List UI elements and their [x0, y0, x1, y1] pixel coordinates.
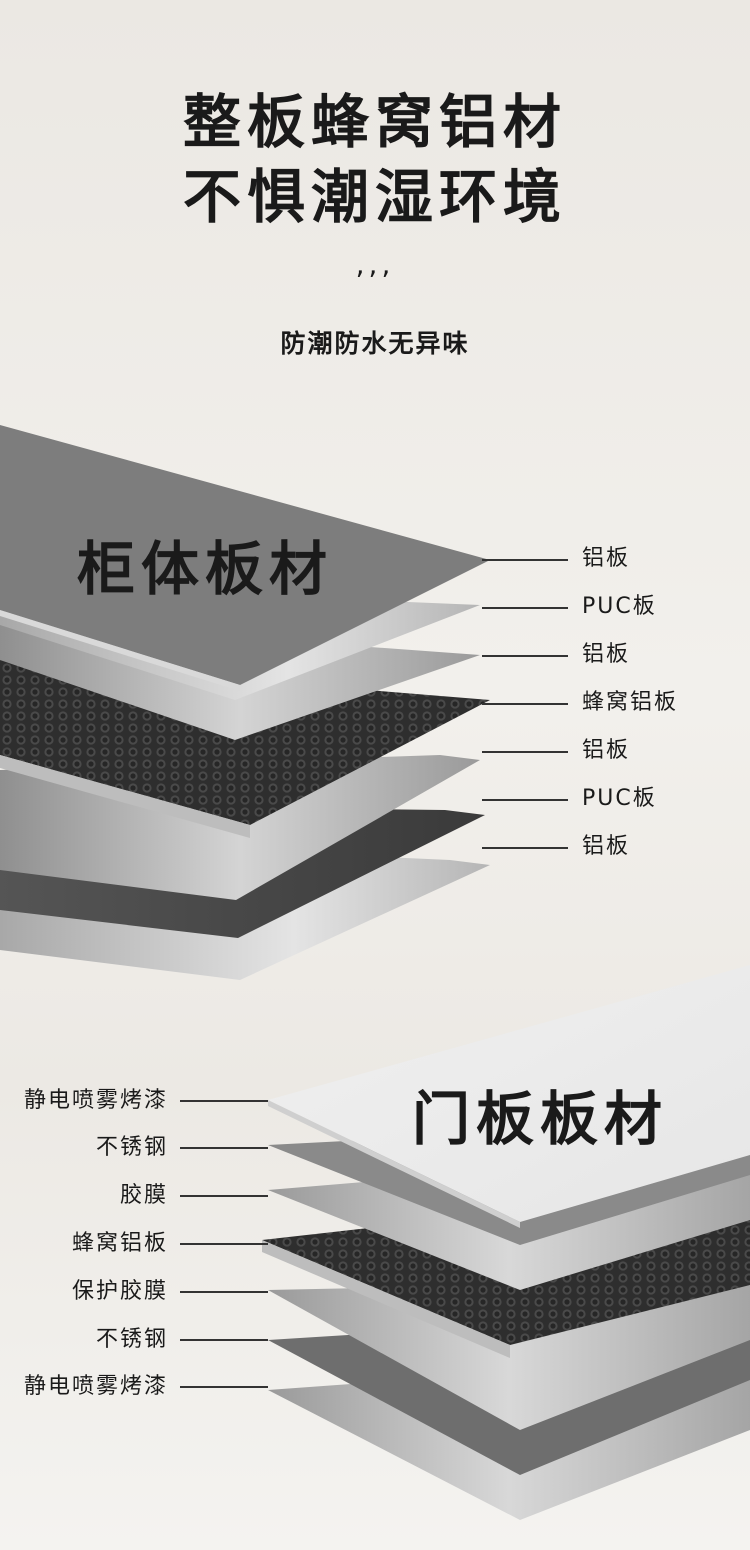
decorative-marks: ,,,	[355, 248, 395, 281]
door-layer-label-6: 不锈钢	[95, 1327, 168, 1352]
cabinet-leader-line-6	[482, 799, 568, 801]
cabinet-title: 柜体板材	[77, 535, 334, 603]
door-leader-line-2	[180, 1147, 268, 1149]
door-leader-line-7	[180, 1386, 268, 1388]
door-layers-illustration	[262, 965, 750, 1520]
door-leader-line-3	[180, 1195, 268, 1197]
door-layer-label-3: 胶膜	[119, 1183, 168, 1208]
door-layer-label-2: 不锈钢	[95, 1135, 168, 1160]
door-layer-label-5: 保护胶膜	[71, 1279, 168, 1304]
door-leader-line-4	[180, 1243, 268, 1245]
door-layer-label-1: 静电喷雾烤漆	[23, 1088, 168, 1113]
door-layer-label-7: 静电喷雾烤漆	[23, 1374, 168, 1399]
cabinet-leader-line-5	[482, 751, 568, 753]
door-leader-line-6	[180, 1339, 268, 1341]
cabinet-layer-label-2: PUC板	[582, 594, 657, 619]
cabinet-leader-line-7	[482, 847, 568, 849]
cabinet-layer-label-1: 铝板	[582, 546, 631, 571]
cabinet-layer-label-3: 铝板	[582, 642, 631, 667]
door-honeycomb-edge	[262, 1240, 510, 1358]
door-title: 门板板材	[412, 1085, 669, 1153]
cabinet-layer-label-4: 蜂窝铝板	[582, 690, 679, 715]
headline-line-2: 不惧潮湿环境	[182, 163, 567, 231]
cabinet-honeycomb-edge	[0, 755, 250, 838]
door-leader-line-5	[180, 1291, 268, 1293]
headline-line-1: 整板蜂窝铝材	[182, 88, 567, 156]
cabinet-layer-label-7: 铝板	[582, 834, 631, 859]
cabinet-leader-line-2	[482, 607, 568, 609]
door-leader-line-1	[180, 1100, 268, 1102]
cabinet-layer-label-6: PUC板	[582, 786, 657, 811]
cabinet-layer-label-5: 铝板	[582, 738, 631, 763]
cabinet-leader-line-3	[482, 655, 568, 657]
cabinet-leader-line-4	[482, 703, 568, 705]
subtitle: 防潮防水无异味	[280, 329, 470, 358]
door-layer-label-4: 蜂窝铝板	[71, 1231, 168, 1256]
cabinet-layer-top-aluminum	[0, 425, 490, 685]
cabinet-leader-line-1	[482, 559, 568, 561]
cabinet-layers-illustration	[0, 425, 490, 980]
door-layer-top-paint	[268, 965, 750, 1222]
cabinet-top-edge	[0, 610, 240, 691]
door-top-edge	[268, 1100, 520, 1228]
